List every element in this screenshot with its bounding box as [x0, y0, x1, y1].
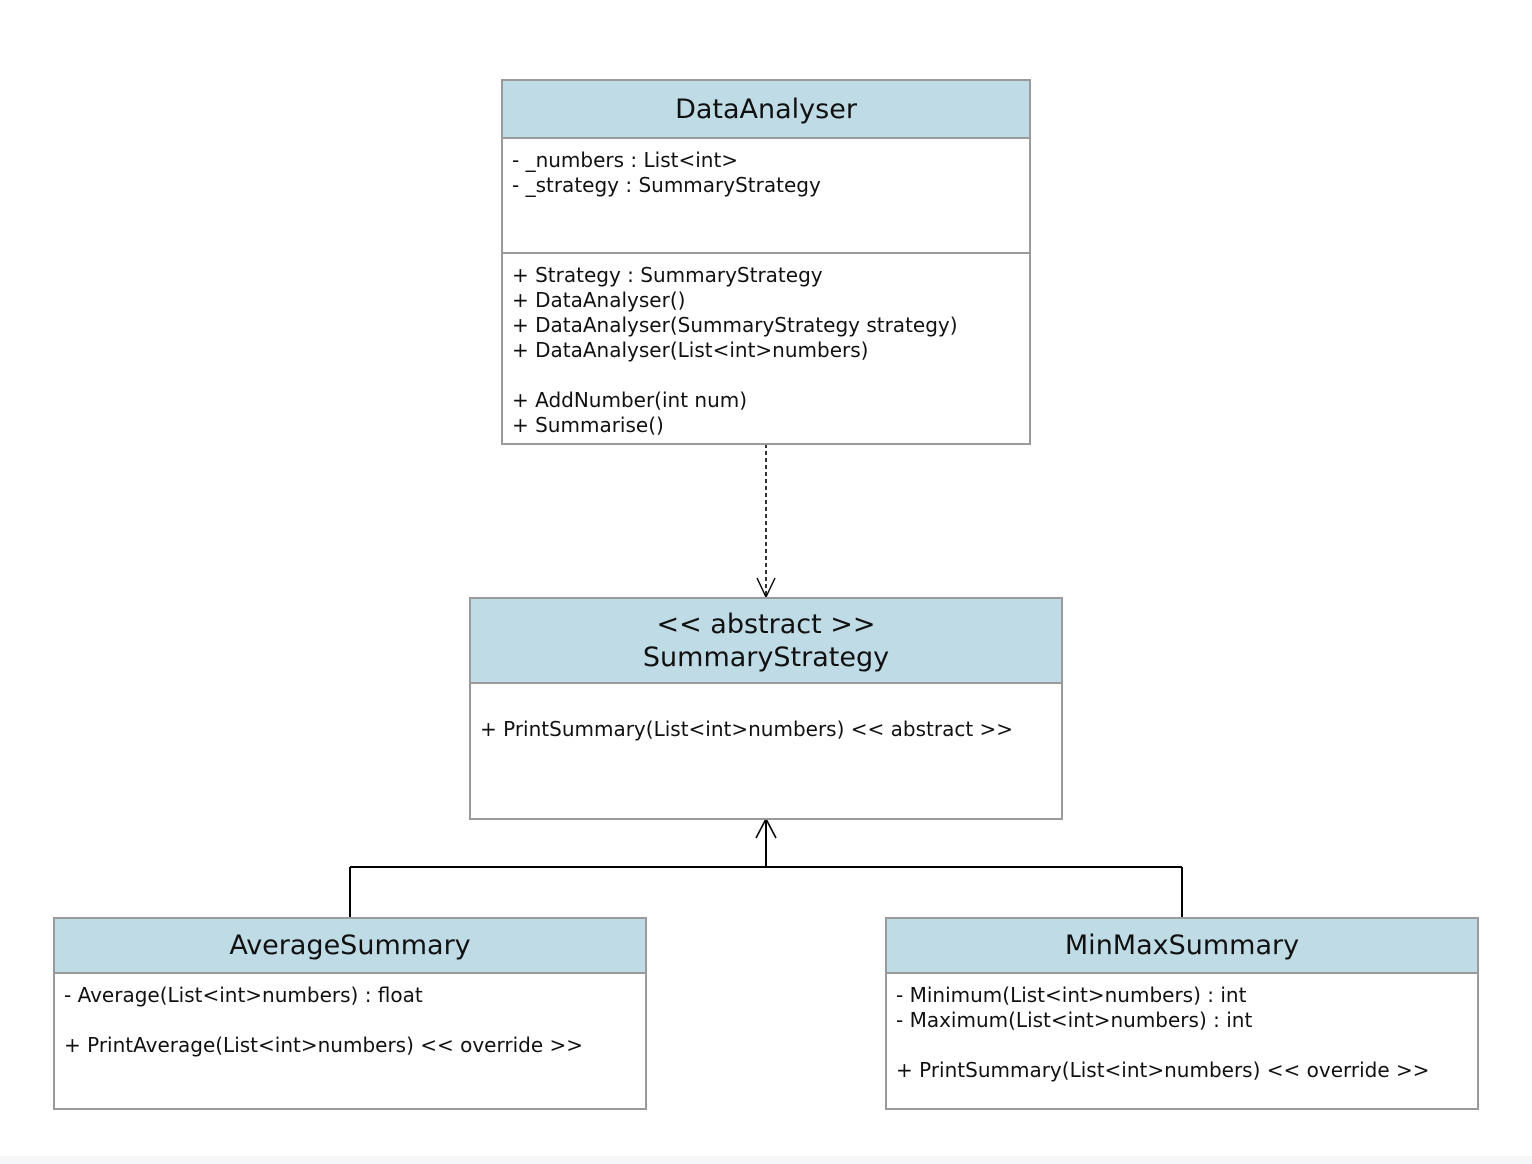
field: - _strategy : SummaryStrategy — [512, 173, 821, 197]
method: + PrintSummary(List<int>numbers) << abst… — [480, 717, 1014, 741]
class-data-analyser: DataAnalyser - _numbers : List<int> - _s… — [501, 79, 1031, 445]
page-bottom-strip — [0, 1156, 1532, 1164]
field: - _numbers : List<int> — [512, 148, 739, 172]
constructor: + DataAnalyser() — [512, 288, 686, 312]
method: + Summarise() — [512, 413, 664, 437]
class-header: AverageSummary — [55, 919, 645, 974]
class-minmax-summary: MinMaxSummary - Minimum(List<int>numbers… — [885, 917, 1479, 1110]
members-section: - Minimum(List<int>numbers) : int - Maxi… — [887, 974, 1477, 1083]
class-name: AverageSummary — [229, 930, 471, 961]
class-average-summary: AverageSummary - Average(List<int>number… — [53, 917, 647, 1110]
operations-section: + Strategy : SummaryStrategy + DataAnaly… — [503, 254, 1029, 438]
method: + PrintSummary(List<int>numbers) << over… — [896, 1058, 1430, 1082]
method: - Average(List<int>numbers) : float — [64, 983, 423, 1007]
property: + Strategy : SummaryStrategy — [512, 263, 823, 287]
method: + AddNumber(int num) — [512, 388, 748, 412]
operations-section: + PrintSummary(List<int>numbers) << abst… — [471, 684, 1061, 742]
class-stereotype: << abstract >> — [656, 608, 876, 640]
constructor: + DataAnalyser(List<int>numbers) — [512, 338, 869, 362]
members-section: - Average(List<int>numbers) : float + Pr… — [55, 974, 645, 1058]
class-summary-strategy: << abstract >> SummaryStrategy + PrintSu… — [469, 597, 1063, 820]
class-name: MinMaxSummary — [1064, 930, 1300, 961]
method: - Maximum(List<int>numbers) : int — [896, 1008, 1253, 1032]
class-header: DataAnalyser — [503, 81, 1029, 139]
fields-section: - _numbers : List<int> - _strategy : Sum… — [503, 139, 1029, 254]
class-name: SummaryStrategy — [642, 641, 890, 673]
method: + PrintAverage(List<int>numbers) << over… — [64, 1033, 584, 1057]
class-name: DataAnalyser — [675, 93, 857, 125]
method: - Minimum(List<int>numbers) : int — [896, 983, 1247, 1007]
class-header: << abstract >> SummaryStrategy — [471, 599, 1061, 684]
class-header: MinMaxSummary — [887, 919, 1477, 974]
constructor: + DataAnalyser(SummaryStrategy strategy) — [512, 313, 958, 337]
